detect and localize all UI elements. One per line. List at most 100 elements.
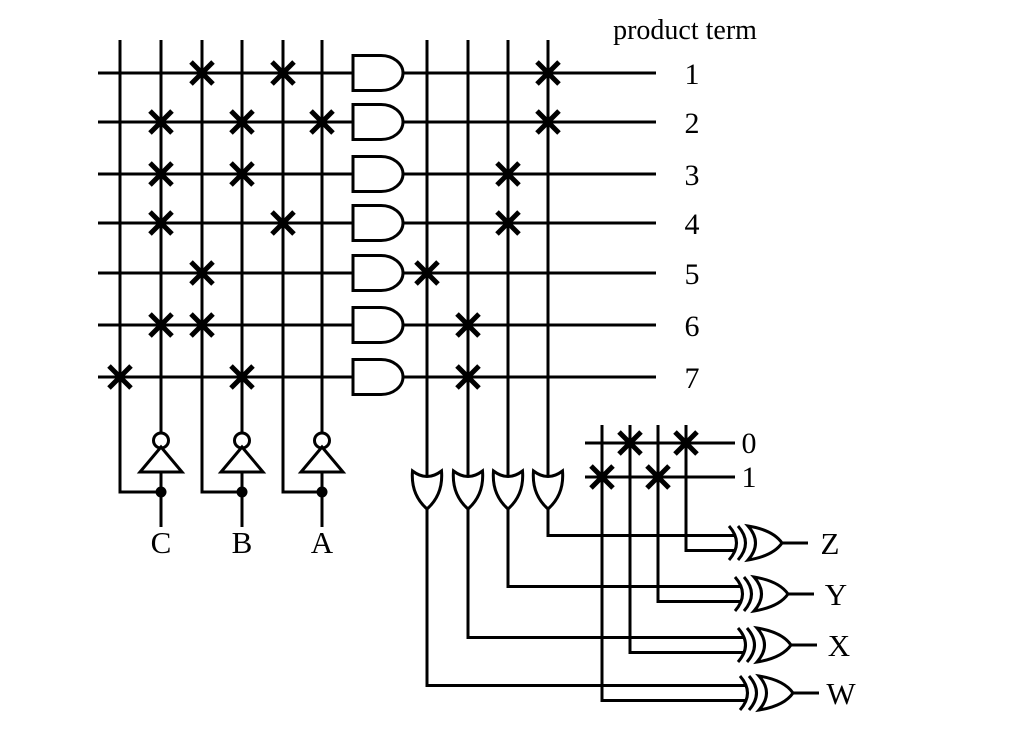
xor-input-arc-icon — [747, 675, 758, 711]
input-true-line-a — [281, 40, 322, 494]
xor-input-arc-icon — [738, 675, 749, 711]
and-plane-x-marker — [148, 210, 174, 236]
and-plane-x-marker — [309, 109, 335, 135]
and-plane-x-marker — [148, 161, 174, 187]
x-stroke — [455, 312, 481, 338]
x-stroke — [309, 109, 335, 135]
and-gate-4 — [351, 204, 405, 242]
x-stroke — [229, 109, 255, 135]
and-gate-3 — [351, 155, 405, 193]
x-stroke — [148, 109, 174, 135]
product-term-label-2: 2 — [685, 107, 700, 140]
and-plane-x-marker — [229, 364, 255, 390]
xor-gate-z — [744, 523, 784, 563]
x-stroke — [414, 260, 440, 286]
output-label-w: W — [826, 676, 856, 711]
output-label-x: X — [828, 628, 850, 663]
polarity-column-route-w — [600, 425, 747, 702]
inverter-triangle-b — [217, 444, 267, 474]
or-gate-4 — [531, 468, 565, 512]
and-plane-x-marker — [229, 161, 255, 187]
and-plane-x-marker — [107, 364, 133, 390]
polarity-row-label-1: 1 — [742, 461, 757, 494]
and-plane-x-marker — [189, 260, 215, 286]
and-gate-7 — [351, 358, 405, 396]
and-gate-2 — [351, 103, 405, 141]
inverter-triangle-a — [297, 444, 347, 474]
x-stroke — [270, 60, 296, 86]
xor-gate-x — [753, 625, 793, 665]
x-stroke — [229, 364, 255, 390]
or-output-route-w — [425, 509, 747, 687]
junction-dot — [155, 486, 167, 498]
xor-input-arc-icon — [736, 627, 747, 663]
and-gate-5 — [351, 254, 405, 292]
x-stroke — [495, 210, 521, 236]
and-gate-1 — [351, 54, 405, 92]
polarity-column-route-z — [684, 425, 736, 552]
x-stroke — [495, 161, 521, 187]
or-gate-1 — [410, 468, 444, 512]
or-gate-2 — [451, 468, 485, 512]
plane-title: product term — [613, 15, 757, 46]
x-stroke — [107, 364, 133, 390]
polarity-row-label-0: 0 — [742, 427, 757, 460]
x-stroke — [189, 260, 215, 286]
inverter-triangle-c — [136, 444, 186, 474]
and-plane-x-marker — [229, 109, 255, 135]
input-true-line-c — [118, 40, 161, 494]
product-term-label-4: 4 — [685, 208, 700, 241]
xor-input-arc-icon — [742, 576, 753, 612]
product-term-label-3: 3 — [685, 159, 700, 192]
x-stroke — [148, 312, 174, 338]
and-plane-x-marker — [148, 109, 174, 135]
junction-dot — [236, 486, 248, 498]
xor-input-arc-icon — [745, 627, 756, 663]
xor-input-arc-icon — [736, 525, 747, 561]
product-term-label-6: 6 — [685, 310, 700, 343]
xor-input-arc-icon — [727, 525, 738, 561]
and-plane-x-marker — [270, 60, 296, 86]
or-plane-x-marker — [414, 260, 440, 286]
x-stroke — [535, 109, 561, 135]
product-term-label-7: 7 — [685, 362, 700, 395]
or-output-route-y — [506, 509, 742, 588]
or-plane-x-marker — [455, 364, 481, 390]
input-label-b: B — [232, 525, 253, 560]
or-output-route-x — [466, 509, 745, 639]
polarity-column-route-x — [628, 425, 745, 654]
output-label-z: Z — [821, 526, 840, 561]
output-label-y: Y — [825, 577, 847, 612]
x-stroke — [535, 60, 561, 86]
x-stroke — [189, 312, 215, 338]
and-plane-x-marker — [189, 60, 215, 86]
polarity-column-route-y — [656, 425, 742, 603]
product-term-label-5: 5 — [685, 258, 700, 291]
and-plane-x-marker — [189, 312, 215, 338]
or-plane-x-marker — [495, 161, 521, 187]
x-stroke — [189, 60, 215, 86]
x-stroke — [229, 161, 255, 187]
xor-input-arc-icon — [733, 576, 744, 612]
or-plane-x-marker — [535, 109, 561, 135]
and-plane-x-marker — [148, 312, 174, 338]
or-plane-x-marker — [495, 210, 521, 236]
x-stroke — [270, 210, 296, 236]
input-true-line-b — [200, 40, 242, 494]
x-stroke — [148, 161, 174, 187]
or-output-route-z — [546, 509, 736, 537]
or-gate-3 — [491, 468, 525, 512]
and-gate-6 — [351, 306, 405, 344]
xor-gate-y — [750, 574, 790, 614]
x-stroke — [455, 364, 481, 390]
junction-dot — [316, 486, 328, 498]
x-stroke — [148, 210, 174, 236]
or-plane-x-marker — [455, 312, 481, 338]
and-plane-x-marker — [270, 210, 296, 236]
xor-gate-w — [755, 673, 795, 713]
input-label-a: A — [311, 525, 334, 560]
product-term-label-1: 1 — [685, 58, 700, 91]
or-plane-x-marker — [535, 60, 561, 86]
